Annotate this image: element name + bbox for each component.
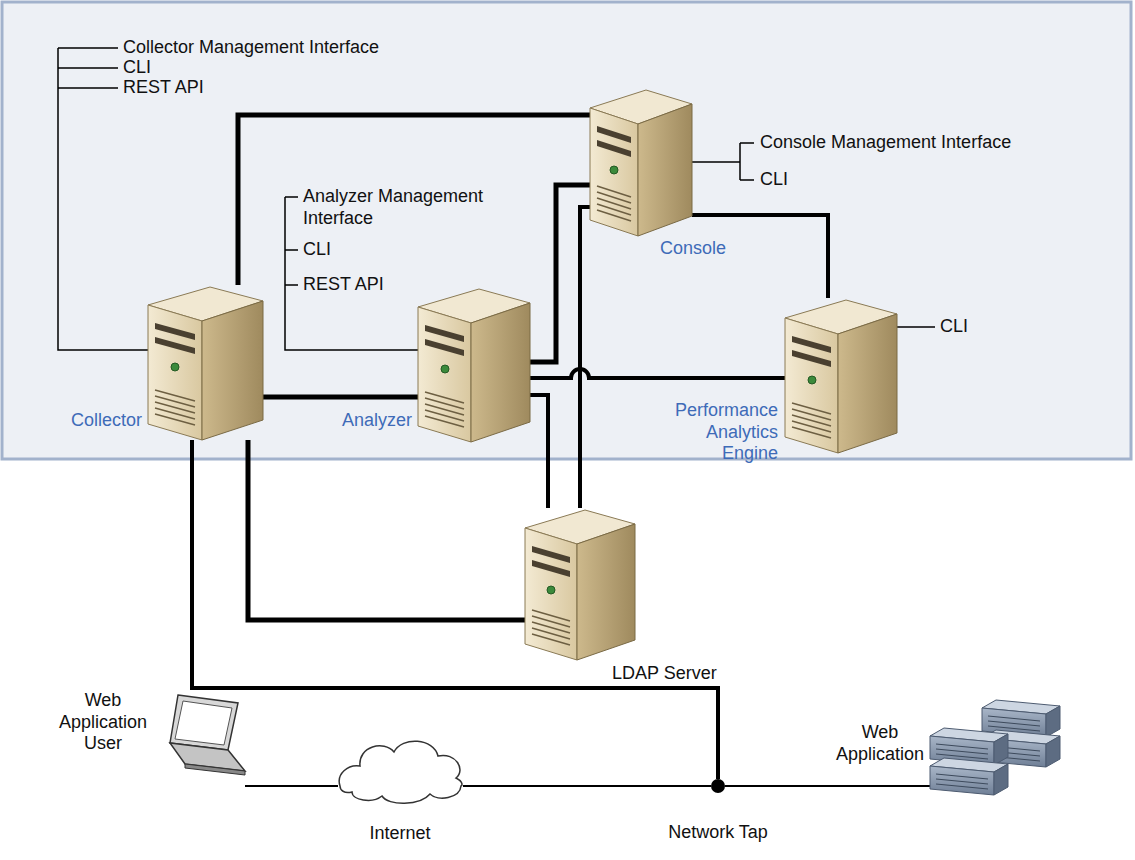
console-interface-bracket	[692, 143, 754, 180]
node-label: Analyzer	[296, 410, 412, 432]
server-icon	[785, 298, 897, 453]
node-label: Internet	[340, 823, 460, 845]
server-icon	[590, 88, 692, 236]
connection-line	[725, 785, 930, 787]
server-icon	[148, 285, 263, 440]
interface-label: Console Management Interface	[760, 132, 1130, 154]
node-label: Network Tap	[650, 822, 786, 844]
connection-line	[463, 785, 711, 787]
server-icon	[525, 508, 635, 660]
server-node: Console	[590, 88, 692, 236]
interface-label: Collector Management Interface	[123, 37, 423, 59]
server-node: LDAP Server	[525, 508, 635, 660]
interface-label: Analyzer Management Interface	[303, 186, 508, 229]
server-node: Analyzer	[418, 287, 530, 442]
connection-line	[248, 440, 525, 620]
dot-node: Network Tap	[711, 779, 725, 793]
node-label: Web Application User	[52, 690, 154, 755]
connection-line	[263, 395, 418, 400]
interface-label: CLI	[760, 169, 860, 191]
connection-line	[192, 440, 718, 779]
system-boundary	[2, 2, 1131, 459]
cloud-node: Internet	[338, 734, 463, 806]
laptop-node: Web Application User	[158, 695, 245, 790]
connection-line	[580, 207, 590, 508]
cloud-icon	[338, 734, 463, 806]
laptop-icon	[158, 695, 245, 790]
rack-node: Web Application	[930, 700, 1060, 795]
node-label: Web Application	[832, 722, 928, 765]
interface-label: REST API	[303, 274, 423, 296]
server-node: Performance Analytics Engine	[785, 298, 897, 453]
engine-interface-leader	[897, 326, 935, 328]
connection-line	[530, 369, 785, 378]
rack-icon	[930, 700, 1060, 795]
interface-label: CLI	[303, 239, 403, 261]
node-label: Console	[660, 238, 770, 260]
server-node: Collector	[148, 285, 263, 440]
node-label: Collector	[40, 410, 142, 432]
dot-icon	[711, 779, 725, 793]
interface-label: CLI	[940, 316, 1040, 338]
interface-label: REST API	[123, 77, 243, 99]
node-label: LDAP Server	[612, 663, 742, 685]
connection-line	[530, 395, 548, 508]
interface-label: CLI	[123, 57, 223, 79]
connection-line	[238, 115, 590, 285]
server-icon	[418, 287, 530, 442]
node-label: Performance Analytics Engine	[660, 400, 778, 465]
connection-line	[245, 785, 338, 787]
